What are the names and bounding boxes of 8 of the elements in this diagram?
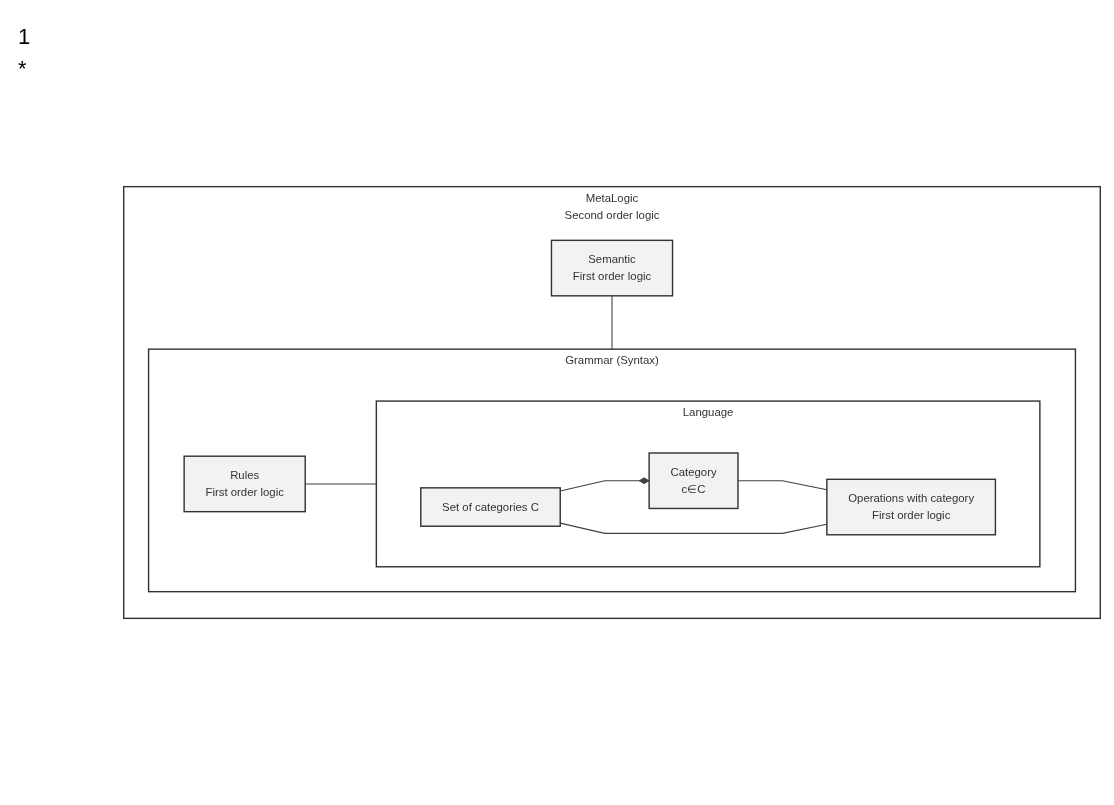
node-box: Category c∈C <box>648 452 739 510</box>
node-box: Operations with category First order logic <box>826 478 997 536</box>
node-box: Rules First order logic <box>183 455 306 513</box>
multiplicity-label: 1 <box>18 24 32 50</box>
multiplicity-label: * <box>18 56 28 82</box>
node-box: Set of categories C <box>420 487 561 527</box>
connector <box>611 295 613 350</box>
node-box: Semantic First order logic <box>550 239 674 297</box>
